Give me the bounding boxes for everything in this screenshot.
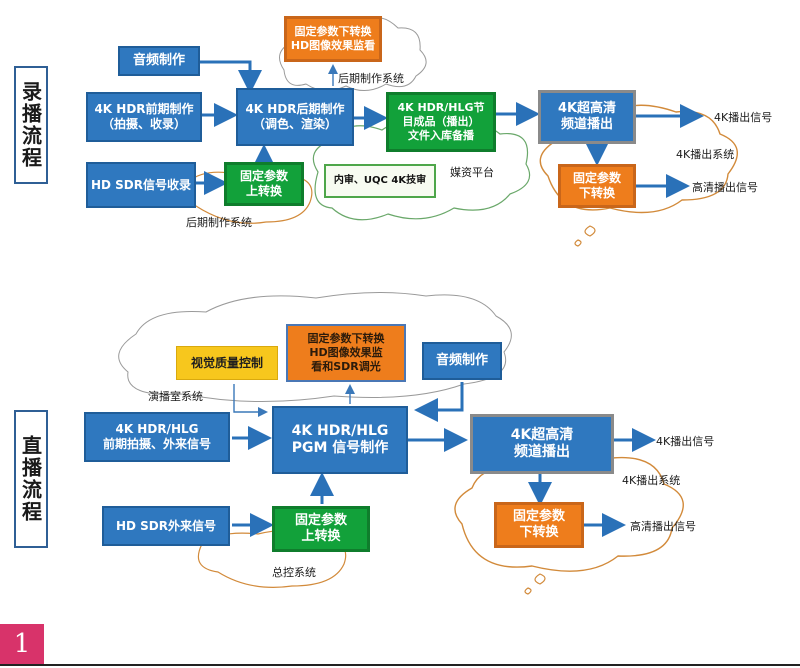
label-hd-out-signal-bottom: 高清播出信号 xyxy=(630,520,696,533)
bottom-arrows xyxy=(232,382,656,537)
label-4k-out-signal-top: 4K播出信号 xyxy=(714,111,773,124)
bottom-rule xyxy=(0,664,800,666)
node-fixed-upconvert-live: 固定参数 上转换 xyxy=(272,506,370,552)
label-media-platform: 媒资平台 xyxy=(450,166,494,179)
label-post-system-bottom: 后期制作系统 xyxy=(186,216,252,229)
label-4k-out-signal-bottom: 4K播出信号 xyxy=(656,435,715,448)
cloud-studio xyxy=(118,291,512,403)
label-post-system-top: 后期制作系统 xyxy=(338,72,404,85)
node-4k-hdr-pre-shoot: 4K HDR/HLG 前期拍摄、外来信号 xyxy=(84,412,230,462)
label-hd-out-signal-top: 高清播出信号 xyxy=(692,181,758,194)
node-fixed-downconvert-live: 固定参数 下转换 xyxy=(494,502,584,548)
node-visual-quality-control: 视觉质量控制 xyxy=(176,346,278,380)
page-number: 1 xyxy=(0,624,44,664)
node-4k-uhd-channel-live: 4K超高清 频道播出 xyxy=(470,414,614,474)
node-monitor-hd: 固定参数下转换 HD图像效果监看 xyxy=(284,16,382,62)
label-4k-out-system-top: 4K播出系统 xyxy=(676,148,735,161)
arrow-qc-to-pgm xyxy=(233,384,268,417)
node-4k-hdr-post-production: 4K HDR后期制作 （调色、渲染） xyxy=(236,88,354,146)
node-fixed-downconvert: 固定参数 下转换 xyxy=(558,164,636,208)
node-program-archive: 4K HDR/HLG节 目成品（播出） 文件入库备播 xyxy=(386,92,496,152)
node-hd-sdr-capture: HD SDR信号收录 xyxy=(86,162,196,208)
label-studio-system: 演播室系统 xyxy=(148,390,203,403)
arrow-audio-to-pgm xyxy=(414,382,464,422)
node-audio-production-live: 音频制作 xyxy=(422,342,502,380)
section-title-recorded: 录播流程 xyxy=(14,66,48,184)
label-master-control-system: 总控系统 xyxy=(272,566,316,579)
node-qc-review: 内审、UQC 4K技审 xyxy=(324,164,436,198)
node-monitor-sdr-grading: 固定参数下转换 HD图像效果监 看和SDR调光 xyxy=(286,324,406,382)
node-pgm-production: 4K HDR/HLG PGM 信号制作 xyxy=(272,406,408,474)
section-title-live: 直播流程 xyxy=(14,410,48,548)
node-hd-sdr-external: HD SDR外来信号 xyxy=(102,506,230,546)
node-4k-hdr-pre-production: 4K HDR前期制作 （拍摄、收录） xyxy=(86,92,202,142)
label-4k-out-system-bottom: 4K播出系统 xyxy=(622,474,681,487)
node-fixed-upconvert: 固定参数 上转换 xyxy=(224,162,304,206)
node-audio-production: 音频制作 xyxy=(118,46,200,76)
node-4k-uhd-channel: 4K超高清 频道播出 xyxy=(538,90,636,144)
top-arrows xyxy=(196,60,704,198)
arrow-audio-to-post xyxy=(200,60,262,94)
